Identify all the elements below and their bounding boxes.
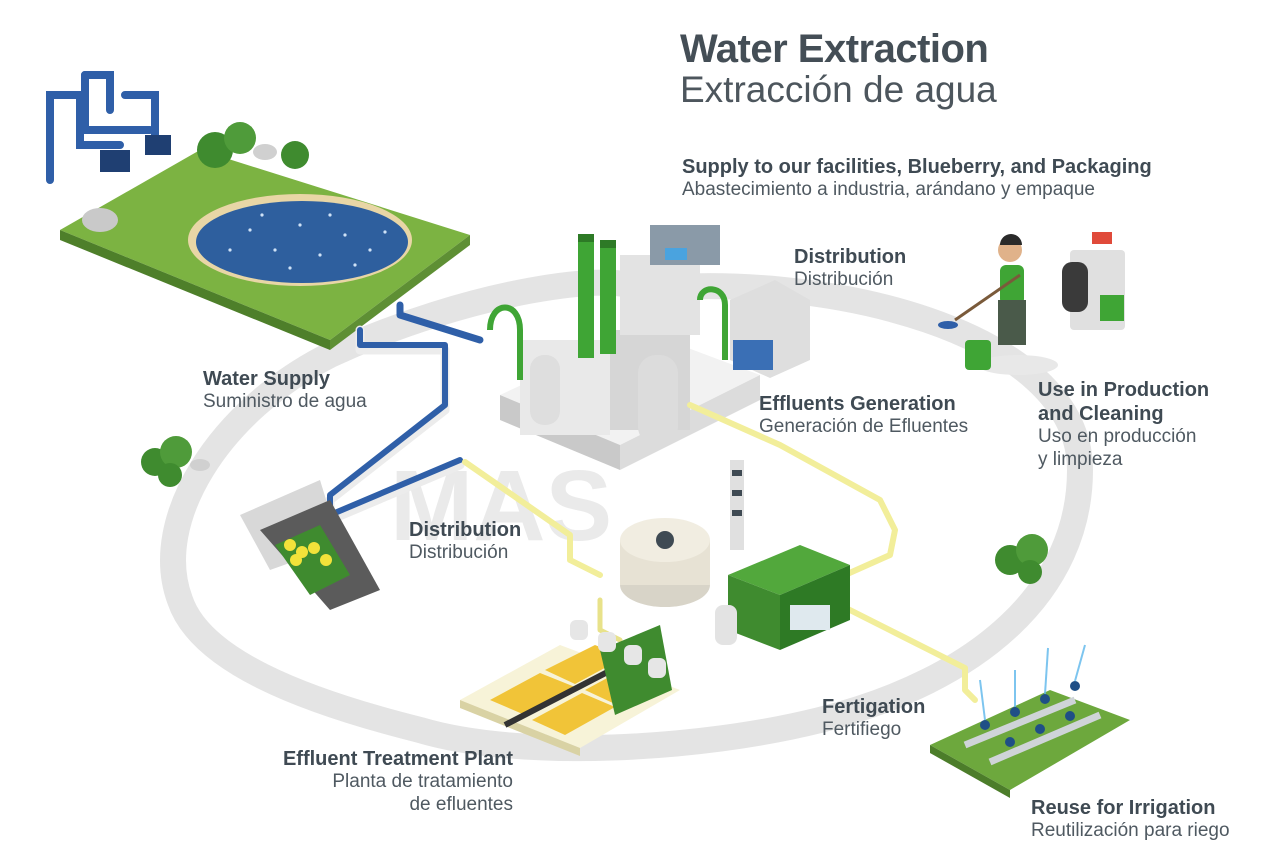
label-supply: Supply to our facilities, Blueberry, and… (682, 155, 1152, 202)
label-effluent-plant-sub-2: de efluentes (409, 793, 513, 815)
pump-pipes (46, 71, 159, 184)
label-reuse-sub: Reutilización para riego (1031, 820, 1230, 841)
label-reuse: Reuse for Irrigation Reutilización para … (1031, 796, 1230, 843)
receiving-hopper (240, 480, 380, 610)
label-distribution-mid-title: Distribution (409, 519, 522, 541)
label-effluent-plant-sub-1: Planta de tratamiento (332, 771, 513, 792)
label-water-supply-title: Water Supply (203, 368, 331, 390)
label-distribution-top: Distribution Distribución (794, 245, 906, 292)
label-distribution-top-title: Distribution (794, 246, 907, 268)
effluent-treatment-plant (460, 620, 680, 756)
label-supply-title: Supply to our facilities, Blueberry, and… (682, 156, 1152, 178)
label-fertigation-sub: Fertifiego (822, 719, 902, 740)
label-use-production-sub-2: y limpieza (1038, 448, 1123, 470)
label-use-production-title-1: Use in Production (1038, 379, 1210, 401)
label-fertigation-title: Fertigation (822, 696, 926, 718)
effluent-processing-unit (620, 460, 850, 650)
label-fertigation: Fertigation Fertifiego (822, 695, 925, 742)
label-water-supply-sub: Suministro de agua (203, 391, 367, 412)
page-subtitle: Extracción de agua (680, 69, 997, 110)
label-use-production-sub-1: Uso en producción (1038, 426, 1197, 447)
label-use-production-title-2: and Cleaning (1038, 403, 1164, 425)
worker-cleaning (938, 232, 1125, 375)
label-effluents-generation-title: Effluents Generation (759, 393, 956, 415)
label-use-production: Use in Production and Cleaning Uso en pr… (1038, 378, 1209, 472)
watermark: MAS (390, 450, 612, 562)
label-reuse-title: Reuse for Irrigation (1031, 797, 1216, 819)
label-distribution-mid-sub: Distribución (409, 542, 509, 563)
water-extraction-platform (46, 71, 470, 350)
label-effluent-plant-title: Effluent Treatment Plant (282, 748, 513, 770)
label-effluent-plant: Effluent Treatment Plant Planta de trata… (283, 747, 513, 817)
page-title: Water Extraction (680, 27, 989, 71)
label-effluents-generation: Effluents Generation Generación de Eflue… (759, 392, 968, 439)
label-effluents-generation-sub: Generación de Efluentes (759, 416, 969, 437)
processing-factory (487, 225, 810, 470)
label-supply-sub: Abastecimiento a industria, arándano y e… (682, 179, 1095, 200)
bushes (141, 436, 1048, 584)
irrigation-field (930, 644, 1130, 798)
title-block: Water Extraction Extracción de agua (680, 28, 997, 111)
label-distribution-top-sub: Distribución (794, 269, 894, 290)
label-distribution-mid: Distribution Distribución (409, 518, 521, 565)
label-water-supply: Water Supply Suministro de agua (203, 367, 367, 414)
